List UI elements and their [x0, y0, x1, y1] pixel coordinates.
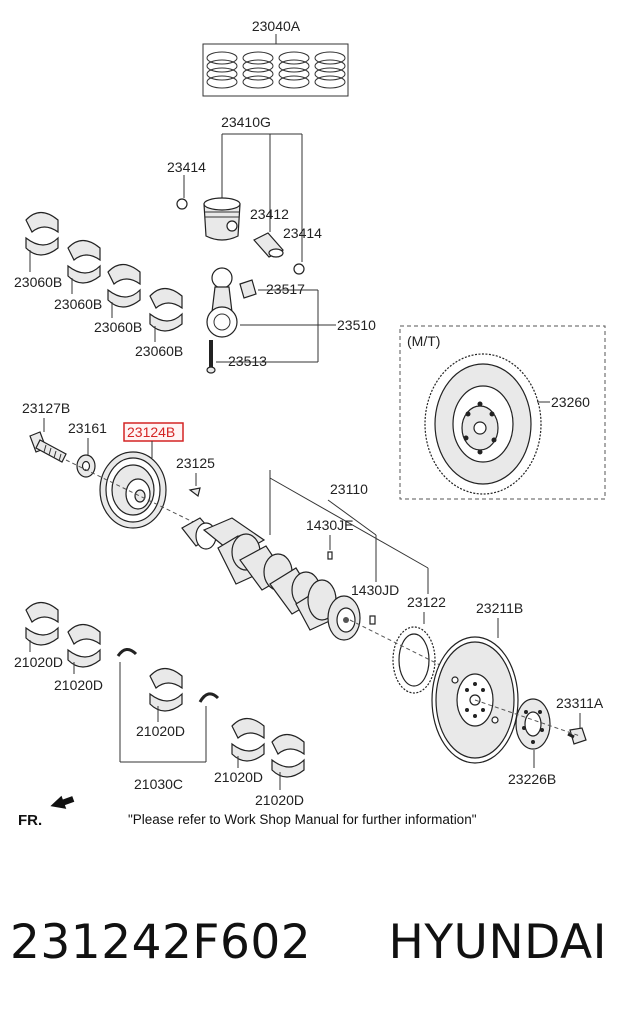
main-bearing-5[interactable]	[271, 733, 305, 778]
crankshaft-pulley[interactable]	[99, 451, 167, 529]
thrust-washer-right[interactable]	[198, 692, 220, 703]
pin-1430JD[interactable]	[369, 615, 376, 625]
label-23161: 23161	[68, 420, 107, 436]
label-23510: 23510	[337, 317, 376, 333]
piston-leader-lines	[183, 133, 303, 262]
label-23124B-highlighted[interactable]: 23124B	[123, 422, 184, 442]
label-23414-upper: 23414	[167, 159, 206, 175]
label-23060B-1: 23060B	[14, 274, 62, 290]
flywheel-bolt[interactable]	[567, 727, 587, 745]
label-23124B: 23124B	[127, 424, 175, 440]
pin-1430JE[interactable]	[327, 551, 333, 560]
label-1430JD: 1430JD	[351, 582, 399, 598]
piston-pin[interactable]	[253, 232, 284, 258]
front-indicator: FR.	[18, 812, 42, 829]
label-23060B-2: 23060B	[54, 296, 102, 312]
conrod-bearing-4[interactable]	[149, 287, 183, 332]
label-23211B: 23211B	[476, 600, 523, 616]
part-number: 231242F602	[10, 915, 311, 970]
label-23125: 23125	[176, 455, 215, 471]
label-23060B-3: 23060B	[94, 319, 142, 335]
label-23127B: 23127B	[22, 400, 70, 416]
snap-ring-lower[interactable]	[293, 263, 305, 275]
snap-ring-upper[interactable]	[176, 198, 188, 210]
label-23226B: 23226B	[508, 771, 556, 787]
label-23410G: 23410G	[221, 114, 271, 130]
piston[interactable]	[203, 197, 241, 241]
label-23513: 23513	[228, 353, 267, 369]
pulley-washer[interactable]	[76, 454, 96, 478]
conrod-bushing[interactable]	[239, 279, 257, 299]
conrod-bearing-3[interactable]	[107, 263, 141, 308]
label-23412: 23412	[250, 206, 289, 222]
crankshaft-leader-lines	[269, 470, 429, 594]
label-mt: (M/T)	[407, 333, 440, 349]
label-23414-lower: 23414	[283, 225, 322, 241]
main-bearing-1[interactable]	[25, 601, 59, 646]
brand-name: HYUNDAI	[389, 915, 608, 970]
label-21020D-2: 21020D	[54, 677, 103, 693]
pulley-bolt[interactable]	[29, 431, 67, 463]
label-23110: 23110	[330, 481, 368, 497]
thrust-washer-left[interactable]	[116, 648, 138, 657]
label-23260: 23260	[551, 394, 590, 410]
label-21020D-5: 21020D	[255, 792, 304, 808]
woodruff-key[interactable]	[188, 487, 201, 498]
conrod-bearing-1[interactable]	[25, 211, 59, 256]
main-bearing-2[interactable]	[67, 623, 101, 668]
conrod-bearing-2[interactable]	[67, 239, 101, 284]
label-23122: 23122	[407, 594, 446, 610]
label-21020D-3: 21020D	[136, 723, 185, 739]
label-23311A: 23311A	[556, 695, 604, 711]
label-1430JE: 1430JE	[306, 517, 353, 533]
main-bearing-3[interactable]	[149, 667, 183, 712]
label-23040A: 23040A	[252, 18, 301, 34]
workshop-manual-note: "Please refer to Work Shop Manual for fu…	[128, 812, 477, 827]
label-21020D-4: 21020D	[214, 769, 263, 785]
label-23060B-4: 23060B	[135, 343, 183, 359]
piston-ring-set[interactable]	[202, 34, 349, 97]
front-arrow-icon	[50, 795, 75, 809]
dual-mass-flywheel[interactable]	[424, 353, 542, 495]
thrust-leader-lines	[119, 662, 207, 763]
label-21030C: 21030C	[134, 776, 183, 792]
connecting-rod[interactable]	[206, 267, 238, 338]
conrod-leader-lines	[216, 289, 336, 363]
label-21020D-1: 21020D	[14, 654, 63, 670]
reluctor-ring[interactable]	[392, 626, 436, 694]
label-23517: 23517	[266, 281, 305, 297]
conrod-bolt[interactable]	[206, 340, 216, 374]
main-bearing-4[interactable]	[231, 717, 265, 762]
crankshaft[interactable]	[181, 517, 361, 641]
